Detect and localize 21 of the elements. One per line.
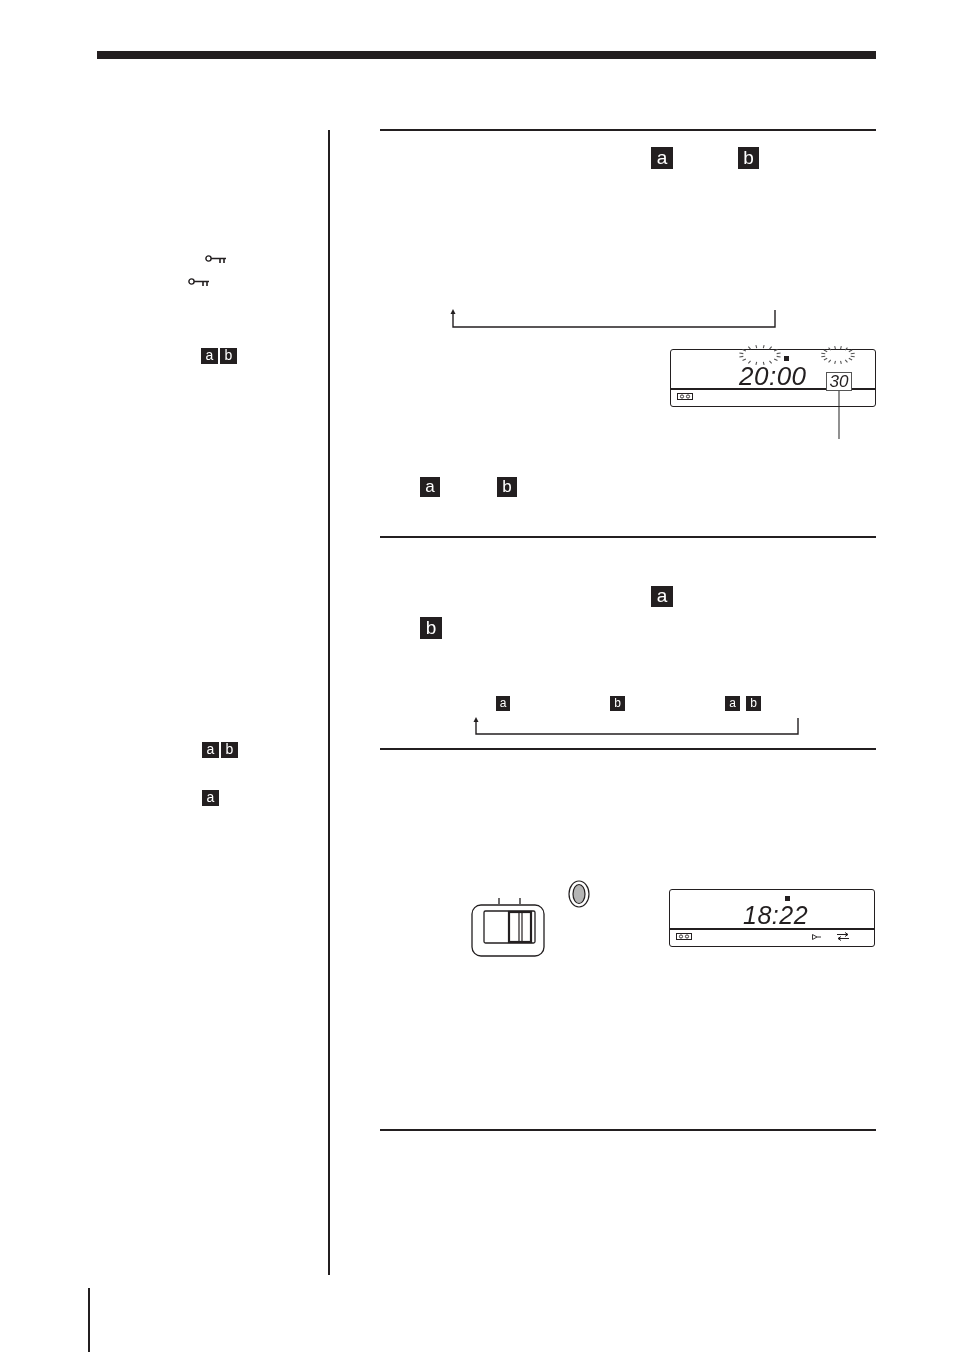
letter-badge: b: [220, 348, 237, 364]
letter-badge: a: [202, 790, 219, 806]
letter-badge: a: [651, 147, 673, 169]
letter-badge: a: [420, 477, 440, 497]
letter-badge: a: [725, 696, 740, 711]
lcd-display: [670, 349, 876, 407]
lcd-digits: 18:22: [743, 903, 809, 928]
letter-badge: a: [202, 742, 219, 758]
letter-badge: a: [651, 586, 673, 607]
leader-line: [838, 390, 840, 440]
letter-badge: b: [420, 617, 442, 639]
letter-badge: a: [201, 348, 218, 364]
letter-badge: b: [738, 147, 759, 169]
lcd-digits: 30: [829, 373, 849, 390]
letter-badge: b: [746, 696, 761, 711]
letter-badge: a: [496, 696, 510, 711]
letter-badge: b: [610, 696, 625, 711]
letter-badge: b: [497, 477, 517, 497]
lcd-display: [669, 889, 875, 947]
letter-badge: b: [221, 742, 238, 758]
lcd-digits: 20:00: [739, 363, 807, 389]
